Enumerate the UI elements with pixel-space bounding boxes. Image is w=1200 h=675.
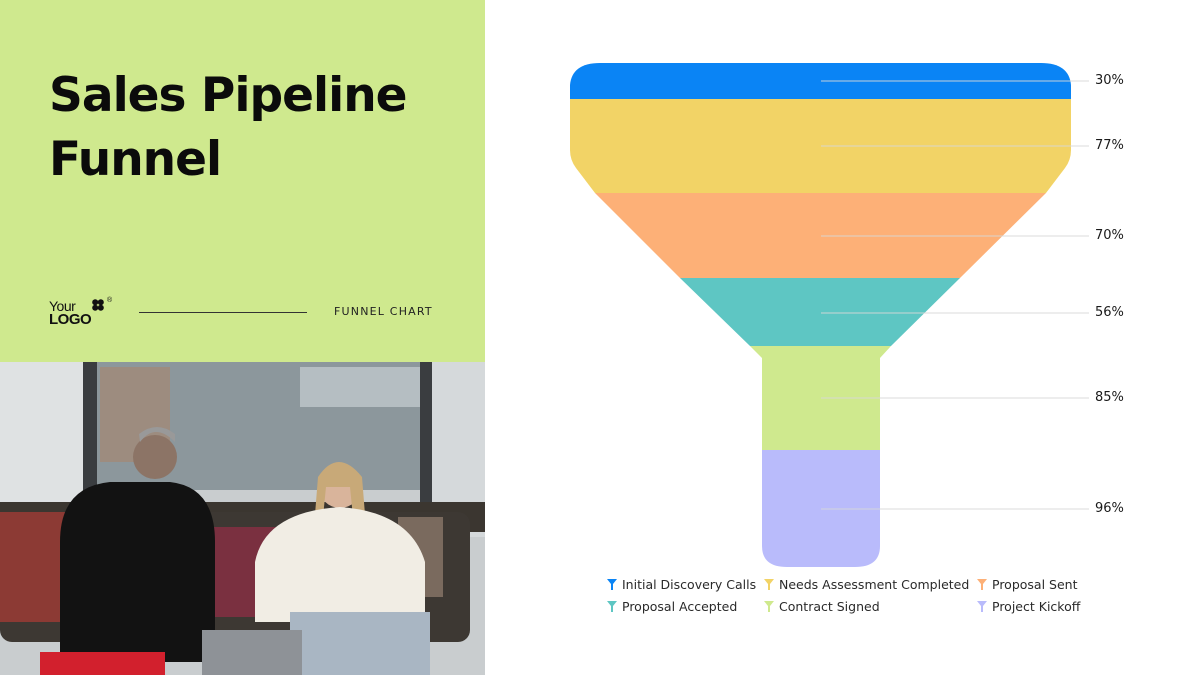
value-label-contract-signed: 85% <box>1095 390 1124 405</box>
value-label-project-kickoff: 96% <box>1095 501 1124 516</box>
value-label-proposal-sent: 70% <box>1095 228 1124 243</box>
legend-label: Initial Discovery Calls <box>622 577 757 592</box>
value-label-initial-discovery-calls: 30% <box>1095 73 1124 88</box>
logo-text-logo: LOGO <box>49 311 92 328</box>
divider-line <box>139 312 307 313</box>
funnel-segment-initial-discovery-calls[interactable] <box>570 63 1071 99</box>
legend-item-project-kickoff[interactable]: Project Kickoff <box>977 599 1080 614</box>
leader-lines <box>821 80 1089 510</box>
legend-item-initial-discovery-calls[interactable]: Initial Discovery Calls <box>607 577 756 592</box>
logo-flower-icon <box>92 299 104 311</box>
team-photo <box>0 362 485 675</box>
funnel-segment-proposal-accepted[interactable] <box>680 278 960 346</box>
funnel-icon <box>607 601 617 612</box>
legend-item-contract-signed[interactable]: Contract Signed <box>764 599 880 614</box>
legend-label: Proposal Accepted <box>622 599 738 614</box>
title-panel: Sales Pipeline Funnel Your ® LOGO FUNNEL… <box>0 0 485 362</box>
funnel-icon <box>607 579 617 590</box>
legend-item-needs-assessment-completed[interactable]: Needs Assessment Completed <box>764 577 969 592</box>
registered-mark: ® <box>107 297 113 304</box>
photo-illustration <box>0 362 485 675</box>
legend-label: Project Kickoff <box>992 599 1081 614</box>
logo-text-your: Your <box>49 298 76 314</box>
funnel-icon <box>764 601 774 612</box>
funnel-segment-proposal-sent[interactable] <box>595 193 1046 278</box>
legend-label: Contract Signed <box>779 599 880 614</box>
funnel-icon <box>764 579 774 590</box>
value-label-proposal-accepted: 56% <box>1095 305 1124 320</box>
funnel-segment-contract-signed[interactable] <box>750 346 891 450</box>
funnel-icon <box>977 601 987 612</box>
legend-label: Proposal Sent <box>992 577 1078 592</box>
title-line-2: Funnel <box>49 132 222 187</box>
value-label-needs-assessment-completed: 77% <box>1095 138 1124 153</box>
subtitle: FUNNEL CHART <box>334 305 433 318</box>
logo: Your ® LOGO <box>49 297 119 330</box>
legend-item-proposal-sent[interactable]: Proposal Sent <box>977 577 1077 592</box>
funnel-icon <box>977 579 987 590</box>
funnel-segment-needs-assessment-completed[interactable] <box>570 99 1071 193</box>
legend-item-proposal-accepted[interactable]: Proposal Accepted <box>607 599 737 614</box>
page-title: Sales Pipeline Funnel <box>49 64 408 192</box>
title-line-1: Sales Pipeline <box>49 68 408 123</box>
legend-label: Needs Assessment Completed <box>779 577 970 592</box>
